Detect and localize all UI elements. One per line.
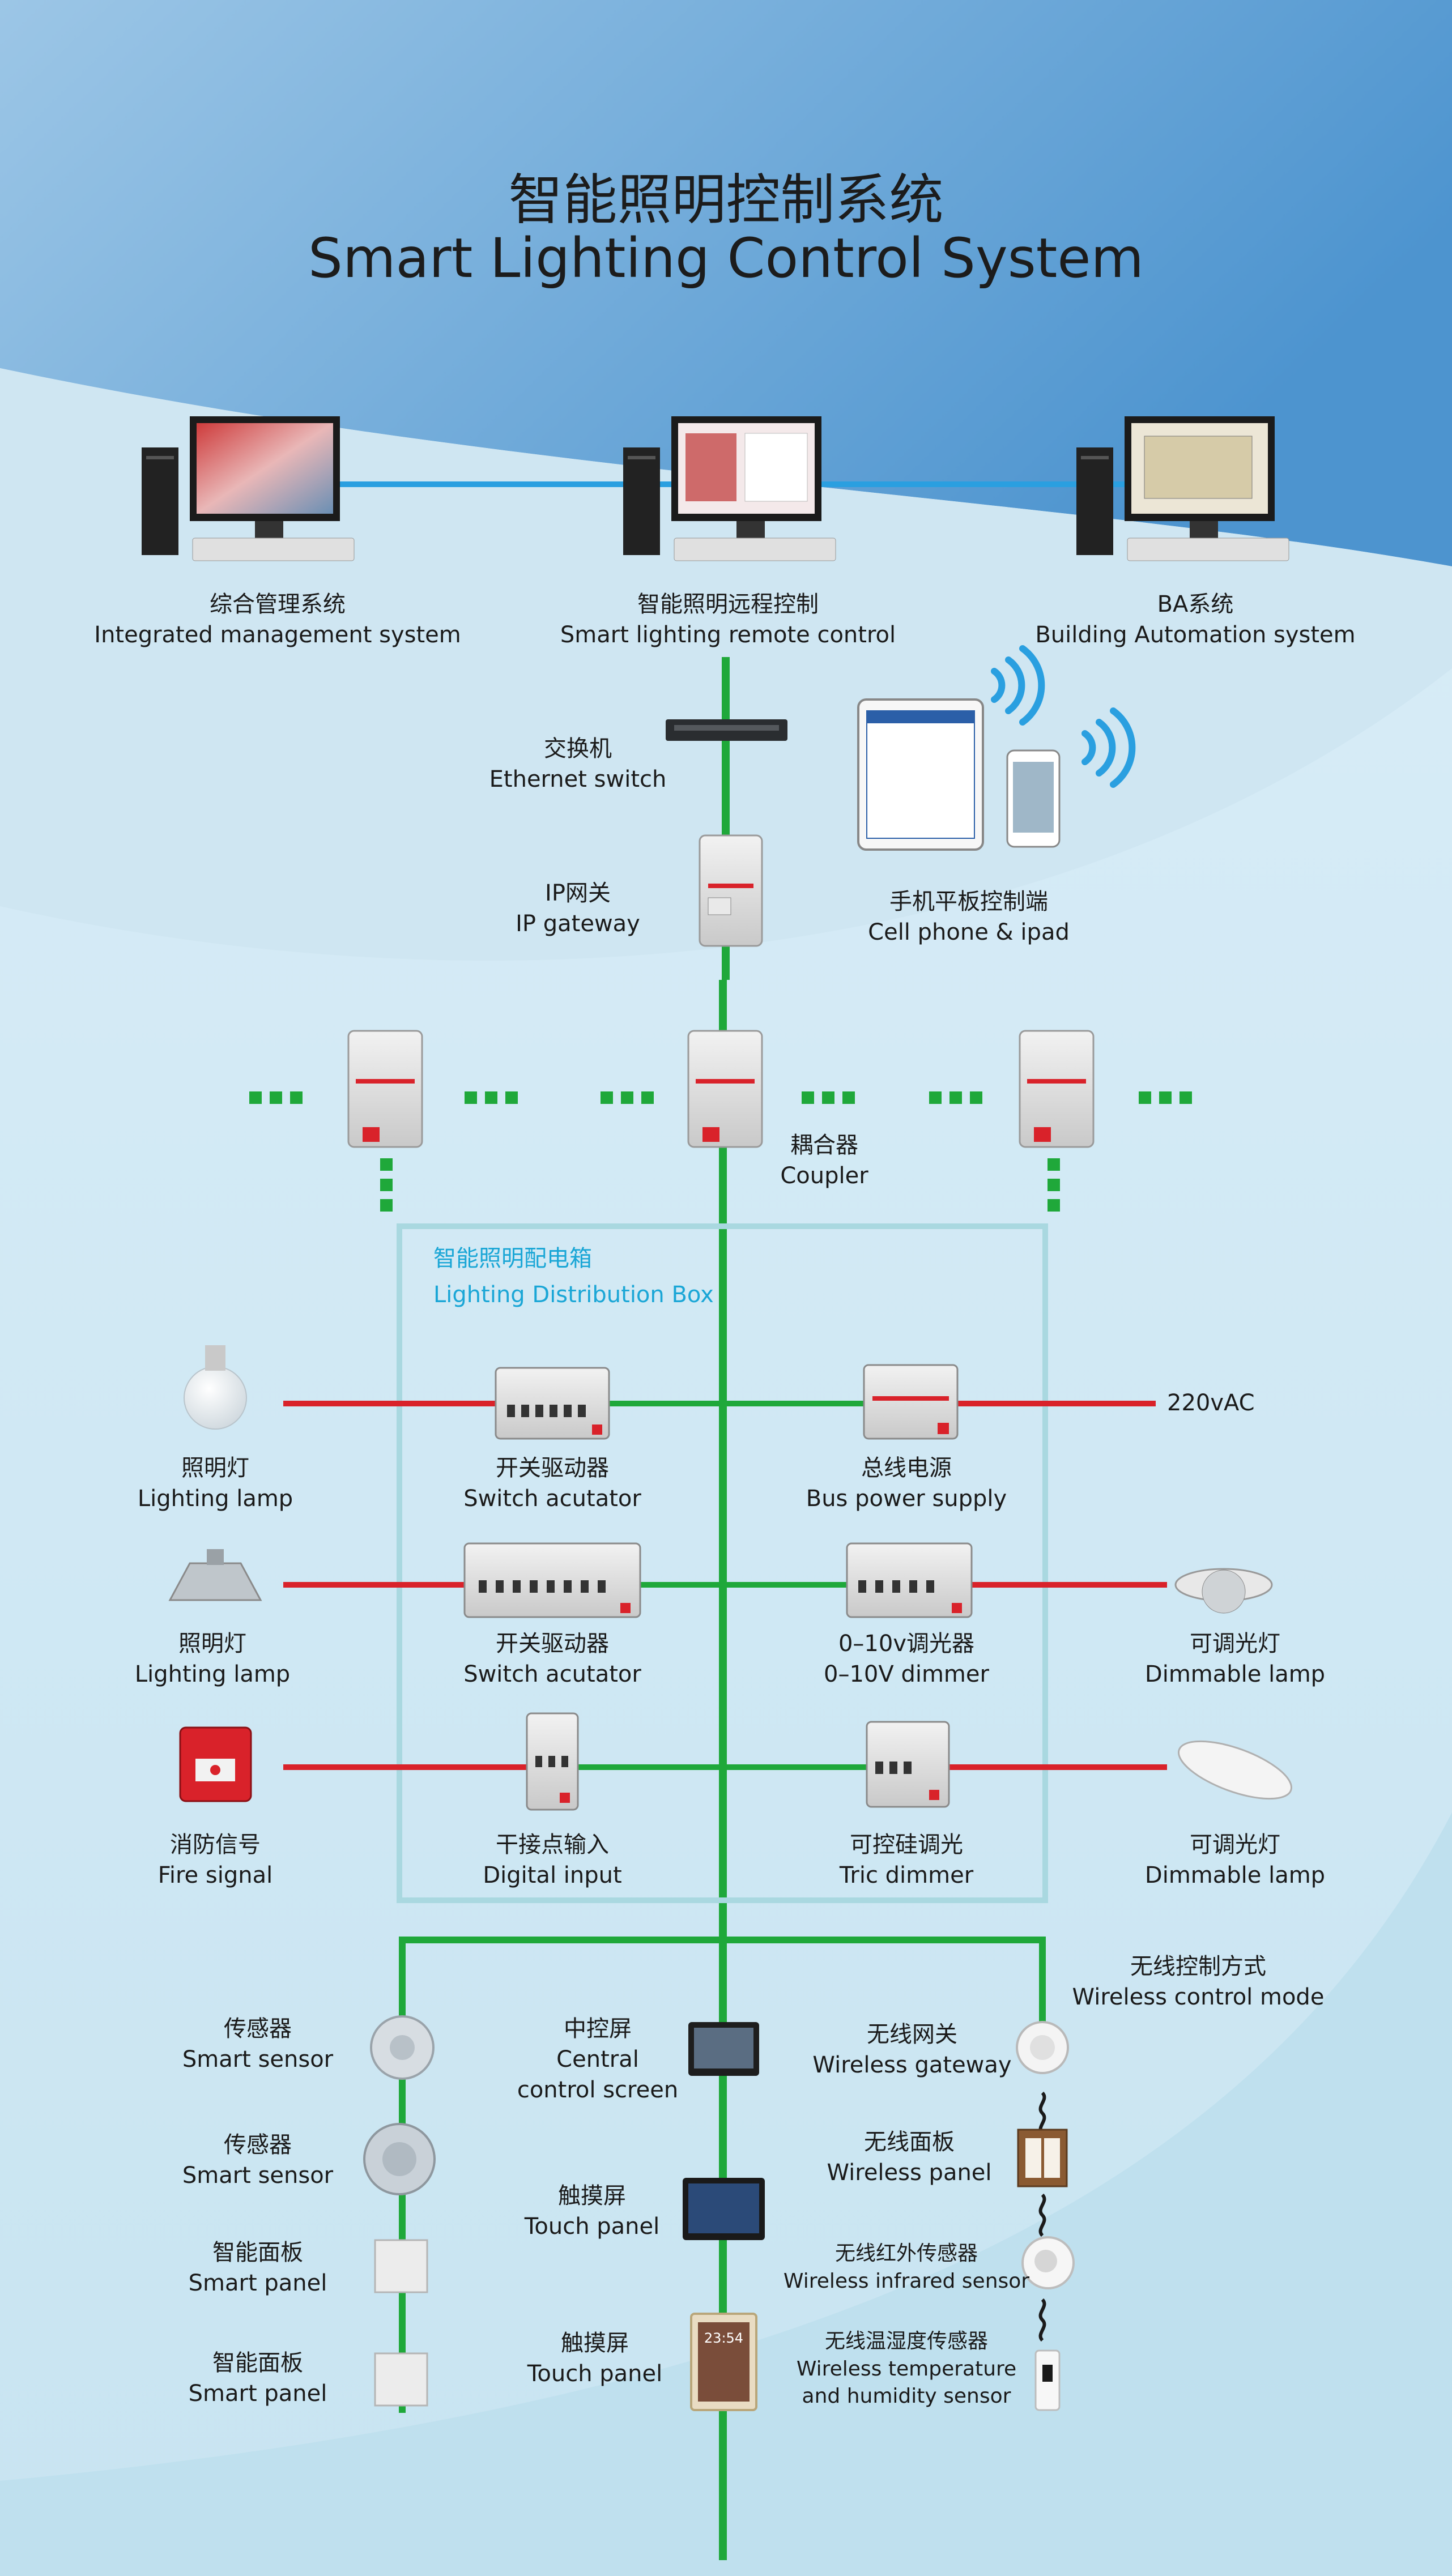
coupler-module-center (687, 1030, 763, 1148)
tablet-icon (857, 698, 984, 851)
wireless-temp-humidity-sensor-icon (1034, 2349, 1061, 2411)
smart-sensor-icon-1 (370, 2015, 435, 2080)
wifi-signal-icon (991, 645, 1136, 788)
touch-panel-clock: 23:54 (704, 2330, 744, 2346)
computer-ba-system-icon (1076, 416, 1289, 561)
wireless-gateway-icon (1016, 2021, 1069, 2074)
computer-integrated-icon (142, 416, 355, 561)
central-control-screen-icon (688, 2022, 759, 2076)
distribution-box-frame (397, 1223, 1048, 1903)
smart-panel-icon-2 (374, 2352, 428, 2407)
smart-sensor-icon-2 (363, 2123, 436, 2195)
coupler-module-right (1019, 1030, 1095, 1148)
lighting-bulb-icon (184, 1345, 247, 1430)
ethernet-switch-icon (666, 719, 787, 741)
top-blue-band (0, 0, 1452, 566)
smart-panel-icon-1 (374, 2239, 428, 2293)
voltage-220vac-label: 220vAC (1167, 1390, 1255, 1416)
computer-remote-control-icon (623, 416, 836, 561)
coupler-module-left (347, 1030, 423, 1148)
page-title-chinese: 智能照明控制系统 (508, 168, 944, 232)
touch-panel-icon-2 (690, 2313, 757, 2411)
ip-gateway-icon (699, 834, 763, 947)
digital-input-module (526, 1712, 579, 1811)
wireless-squiggles (1038, 2091, 1046, 2342)
page-title-english: Smart Lighting Control System (308, 227, 1144, 290)
triac-dimmer-module (866, 1721, 950, 1808)
dimmer-0-10v-module (846, 1542, 973, 1618)
fire-alarm-button-icon (179, 1726, 252, 1802)
wireless-infrared-sensor-icon (1021, 2236, 1075, 2289)
downlight-icon (1174, 1568, 1273, 1614)
panel-light-icon (1177, 1740, 1293, 1800)
wireless-panel-icon (1017, 2129, 1068, 2187)
row-lines (283, 1401, 1167, 1770)
coupler-dotted-lines (249, 1091, 1195, 1218)
switch-actuator-module-1 (495, 1367, 610, 1440)
bus-power-supply-module (863, 1364, 959, 1440)
switch-actuator-module-2 (463, 1542, 641, 1618)
bottom-wave (0, 1812, 1452, 2576)
touch-panel-icon-1 (683, 2178, 765, 2240)
phone-icon (1006, 749, 1061, 848)
high-bay-lamp-icon (168, 1549, 262, 1601)
